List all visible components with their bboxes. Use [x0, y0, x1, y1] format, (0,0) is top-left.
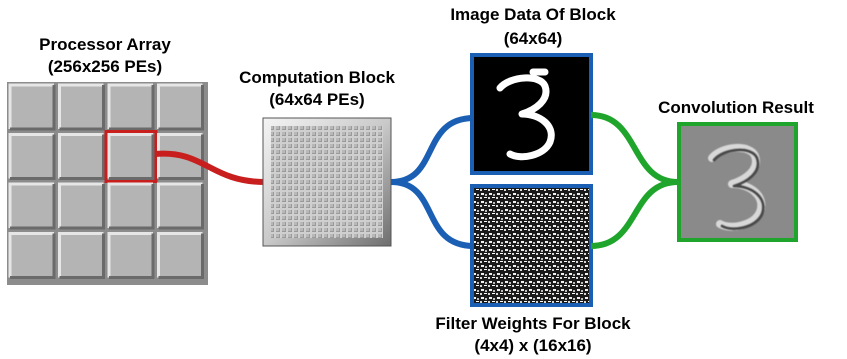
computation-block-size: (64x64 PEs) — [269, 90, 365, 109]
connector-blue-to-filter — [390, 179, 475, 249]
connector-red — [154, 150, 266, 185]
processor-tile — [8, 232, 56, 279]
filter-weights-size: (4x4) x (16x16) — [474, 336, 592, 355]
computation-block-title: Computation Block — [239, 68, 395, 87]
result-digit-three — [708, 144, 766, 231]
processor-tile — [107, 83, 155, 131]
processor-tile — [58, 182, 105, 230]
image-data-title: Image Data Of Block — [450, 5, 616, 24]
connector-green-from-image — [590, 112, 679, 185]
processor-tile — [157, 83, 204, 131]
processor-tile — [104, 130, 158, 183]
processor-tile — [157, 232, 204, 279]
filter-weights-panel — [470, 184, 593, 307]
connector-green-from-filter — [590, 179, 679, 249]
processor-tile — [58, 232, 105, 279]
processor-tile — [107, 182, 155, 230]
image-data-size: (64x64) — [503, 29, 563, 48]
filter-weights-title: Filter Weights For Block — [435, 314, 631, 333]
processor-tile — [58, 83, 105, 131]
processor-array — [7, 82, 208, 285]
processor-array-size: (256x256 PEs) — [47, 57, 163, 76]
computation-block — [262, 117, 392, 247]
processor-tile — [107, 232, 155, 279]
convolution-result-panel — [677, 122, 798, 242]
convolution-result-title: Convolution Result — [658, 98, 814, 117]
processor-tile — [8, 182, 56, 230]
image-data-panel — [470, 53, 593, 175]
connector-blue-to-image — [390, 115, 475, 185]
processor-array-title: Processor Array — [39, 35, 171, 54]
digit-three-image — [496, 68, 555, 161]
processor-tile — [58, 133, 105, 180]
processor-tile — [8, 83, 56, 131]
processor-tile — [8, 133, 56, 180]
processor-tile — [157, 182, 204, 230]
processor-array-tiles — [8, 83, 204, 279]
